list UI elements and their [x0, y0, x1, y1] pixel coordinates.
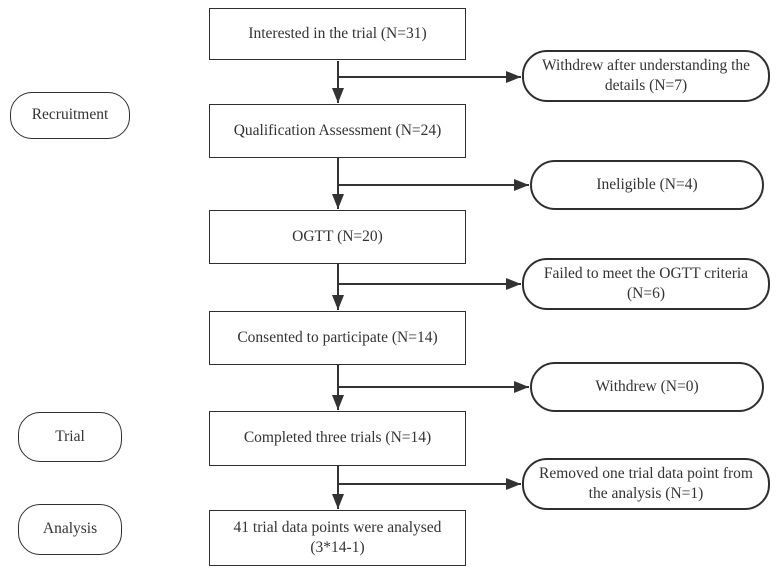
node-ogtt: OGTT (N=20)	[209, 210, 466, 264]
node-removed-data-point: Removed one trial data point from the an…	[522, 458, 770, 510]
node-withdrew: Withdrew (N=0)	[530, 362, 764, 412]
node-consented-to-participate: Consented to participate (N=14)	[209, 311, 466, 365]
node-completed-three-trials: Completed three trials (N=14)	[209, 411, 466, 466]
stage-recruitment: Recruitment	[10, 92, 130, 139]
node-withdrew-after-details: Withdrew after understanding the details…	[522, 50, 770, 102]
stage-trial: Trial	[18, 412, 122, 462]
node-failed-ogtt-criteria: Failed to meet the OGTT criteria (N=6)	[522, 258, 770, 310]
node-interested-in-trial: Interested in the trial (N=31)	[209, 8, 466, 60]
node-ineligible: Ineligible (N=4)	[530, 160, 764, 210]
stage-analysis: Analysis	[18, 504, 122, 555]
node-qualification-assessment: Qualification Assessment (N=24)	[209, 104, 466, 158]
node-data-points-analysed: 41 trial data points were analysed (3*14…	[209, 510, 466, 566]
